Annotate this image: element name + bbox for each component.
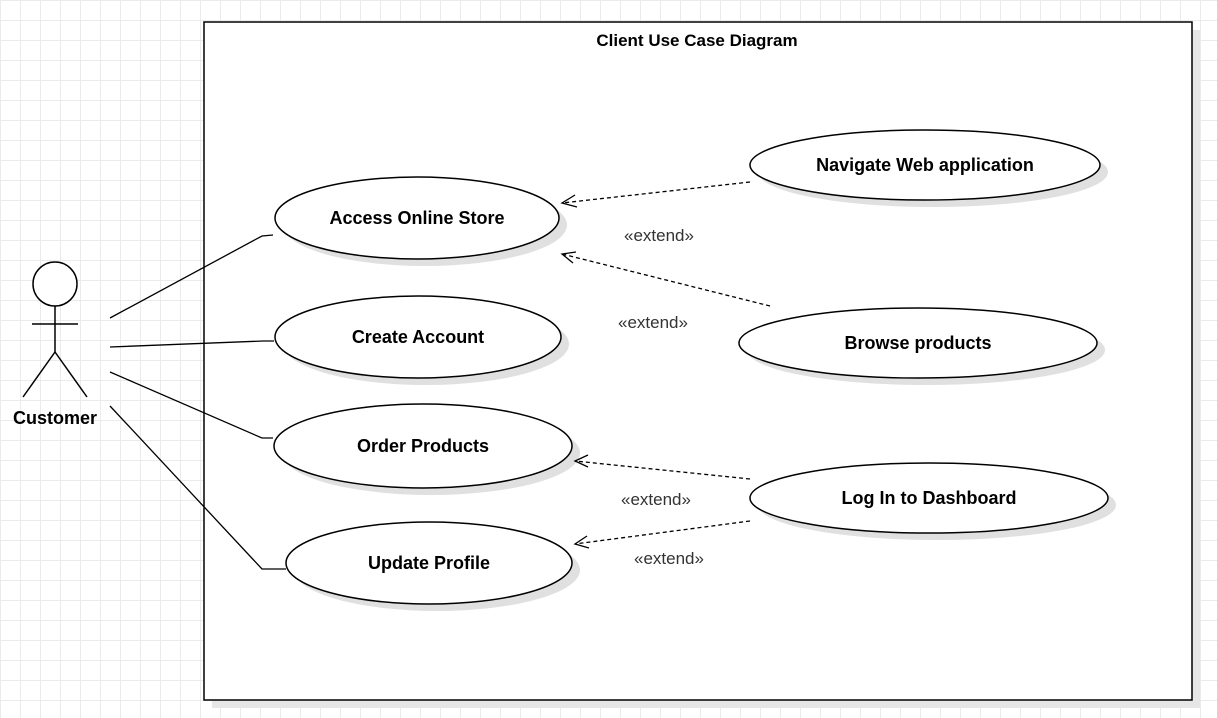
use-case-label: Update Profile <box>368 553 490 573</box>
extend-arrow-navigate-to-access <box>560 194 578 208</box>
extend-label-update: «extend» <box>634 549 704 568</box>
extend-line-login-to-order <box>574 460 751 480</box>
actor-customer[interactable]: Customer <box>13 261 97 428</box>
extend-relationships: «extend» «extend» «extend» «extend» <box>560 181 771 568</box>
actor-head <box>32 261 78 307</box>
use-case-access-online-store[interactable]: Access Online Store <box>274 176 567 266</box>
extend-arrow-browse-to-access <box>560 251 577 264</box>
use-case-label: Navigate Web application <box>816 155 1034 175</box>
actor-right-leg <box>54 351 88 398</box>
association-update-profile <box>109 405 286 570</box>
use-case-navigate-web-application[interactable]: Navigate Web application <box>749 129 1108 207</box>
use-case-ellipse <box>749 462 1109 534</box>
use-case-log-in-to-dashboard[interactable]: Log In to Dashboard <box>749 462 1116 540</box>
use-case-create-account[interactable]: Create Account <box>274 295 569 385</box>
use-case-label: Create Account <box>352 327 484 347</box>
use-case-ellipse <box>274 176 560 260</box>
extend-arrow-login-to-update <box>573 535 590 549</box>
extend-label-navigate: «extend» <box>624 226 694 245</box>
extend-line-browse-to-access <box>561 253 771 307</box>
actor-name: Customer <box>13 408 97 428</box>
use-case-label: Log In to Dashboard <box>842 488 1017 508</box>
use-case-browse-products[interactable]: Browse products <box>738 307 1105 385</box>
use-case-label: Browse products <box>844 333 991 353</box>
extend-label-browse: «extend» <box>618 313 688 332</box>
use-case-ellipse <box>273 403 573 489</box>
use-case-order-products[interactable]: Order Products <box>273 403 580 495</box>
actor-left-leg <box>22 351 56 398</box>
extend-arrow-login-to-order <box>573 454 589 468</box>
diagram-title: Client Use Case Diagram <box>596 31 797 50</box>
associations <box>109 234 286 570</box>
extend-line-login-to-update <box>574 520 751 545</box>
use-case-ellipse <box>749 129 1101 201</box>
use-case-update-profile[interactable]: Update Profile <box>285 521 580 611</box>
use-case-ellipse <box>285 521 573 605</box>
extend-line-navigate-to-access <box>561 181 751 204</box>
association-create-account <box>109 340 274 348</box>
extend-label-order: «extend» <box>621 490 691 509</box>
use-case-label: Order Products <box>357 436 489 456</box>
use-case-ellipse <box>274 295 562 379</box>
association-access-online-store <box>109 234 274 319</box>
use-case-label: Access Online Store <box>329 208 504 228</box>
use-case-ellipse <box>738 307 1098 379</box>
association-order-products <box>109 371 273 439</box>
